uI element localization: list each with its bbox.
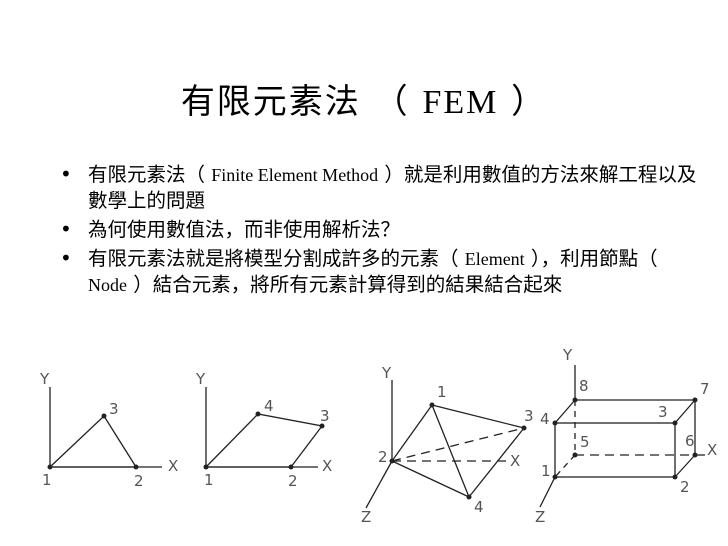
node-label: 1 xyxy=(437,383,447,401)
node-dot xyxy=(203,464,209,470)
node-label: 3 xyxy=(320,407,330,425)
node-label: 3 xyxy=(524,407,534,425)
hexa-edge xyxy=(674,399,696,424)
quad-shape xyxy=(204,413,324,468)
axis-label-x: X xyxy=(510,452,520,470)
bullet-text: 有限元素法（ xyxy=(88,163,212,186)
bullet-item-elements-nodes: • 有限元素法就是將模型分割成許多的元素（ Element ），利用節點（ No… xyxy=(60,246,700,298)
triangle-shape xyxy=(48,414,138,468)
axis-label-y: Y xyxy=(39,370,50,388)
node-dot xyxy=(319,423,325,429)
node-dot xyxy=(672,474,678,480)
tetra-hidden-edge xyxy=(391,427,525,462)
node-dot xyxy=(255,411,261,417)
bullet-item-fem-definition: • 有限元素法（ Finite Element Method ）就是利用數值的方… xyxy=(60,162,700,213)
node-dot xyxy=(101,413,107,419)
axis-label-z: Z xyxy=(361,508,371,526)
bullet-latin: Node xyxy=(88,275,127,295)
tetra-edge xyxy=(391,460,470,498)
node-label: 4 xyxy=(264,397,274,415)
tetra-edge xyxy=(391,404,433,462)
axis-label-y: Y xyxy=(195,370,206,388)
node-label: 1 xyxy=(541,462,551,480)
title-cjk: 有限元素法 （ xyxy=(180,82,423,122)
bullet-text: ）結合元素，將所有元素計算得到的結果結合起來 xyxy=(127,273,563,296)
node-label: 2 xyxy=(134,472,144,490)
node-dot xyxy=(47,464,53,470)
axis-label-x: X xyxy=(322,457,332,475)
axis-label-y: Y xyxy=(381,364,392,382)
node-label: 1 xyxy=(204,471,214,489)
bullet-latin: Finite Element Method xyxy=(211,165,379,185)
bullet-item-why-numerical: • 為何使用數值法，而非使用解析法？ xyxy=(60,217,700,242)
tetra-edge xyxy=(431,404,525,429)
node-label: 4 xyxy=(474,498,484,516)
node-dot xyxy=(133,464,139,470)
node-label: 3 xyxy=(658,403,668,421)
node-label: 8 xyxy=(579,377,589,395)
tetra-element-diagram xyxy=(365,380,525,509)
bullet-text: ），利用節點（ xyxy=(524,247,658,270)
bullet-dot: • xyxy=(60,162,72,186)
bullet-text: 為何使用數值法，而非使用解析法？ xyxy=(88,218,401,241)
node-dot xyxy=(572,397,578,403)
node-dot xyxy=(288,464,294,470)
node-label: 4 xyxy=(540,410,550,428)
bullet-list: • 有限元素法（ Finite Element Method ）就是利用數值的方… xyxy=(60,162,700,302)
axis-label-x: X xyxy=(168,457,178,475)
z-axis-line xyxy=(365,460,393,509)
z-axis-line xyxy=(539,476,556,508)
hexa-front-face xyxy=(554,422,676,478)
node-dot xyxy=(692,452,698,458)
title-close: ） xyxy=(498,82,548,122)
node-label: 2 xyxy=(378,448,388,466)
bullet-text: ）就是利用數值的方法來解工程以及數學上的問題 xyxy=(88,163,697,212)
bullet-dot: • xyxy=(60,217,72,241)
axis-label-y: Y xyxy=(562,346,573,364)
bullet-dot: • xyxy=(60,246,72,270)
node-label: 5 xyxy=(580,433,590,451)
z-axis-hidden-line xyxy=(554,454,576,478)
node-label: 1 xyxy=(42,471,52,489)
axis-label-x: X xyxy=(707,441,717,459)
title-latin: FEM xyxy=(422,84,499,121)
hexa-edge xyxy=(674,454,696,478)
node-dot xyxy=(692,397,698,403)
node-label: 2 xyxy=(680,478,690,496)
tetra-edge xyxy=(431,404,470,498)
node-dot xyxy=(521,425,527,431)
node-label: 2 xyxy=(288,472,298,490)
axis-label-z: Z xyxy=(535,508,545,526)
triangle-element-diagram xyxy=(48,387,162,468)
tetra-edge xyxy=(468,427,525,498)
node-dot xyxy=(572,452,578,458)
node-dot xyxy=(552,474,558,480)
node-dot xyxy=(552,420,558,426)
node-label: 6 xyxy=(685,432,695,450)
bullet-latin: Element xyxy=(464,249,525,269)
slide-title: 有限元素法 （ FEM ） xyxy=(0,74,728,123)
node-dot xyxy=(389,458,395,464)
hexa-edge xyxy=(554,399,576,424)
node-label: 3 xyxy=(109,400,119,418)
bullet-text: 有限元素法就是將模型分割成許多的元素（ xyxy=(88,247,465,270)
node-dot xyxy=(466,494,472,500)
hexa-element-diagram xyxy=(539,365,705,508)
node-dot xyxy=(672,420,678,426)
node-dot xyxy=(429,402,435,408)
node-label: 7 xyxy=(700,380,710,398)
